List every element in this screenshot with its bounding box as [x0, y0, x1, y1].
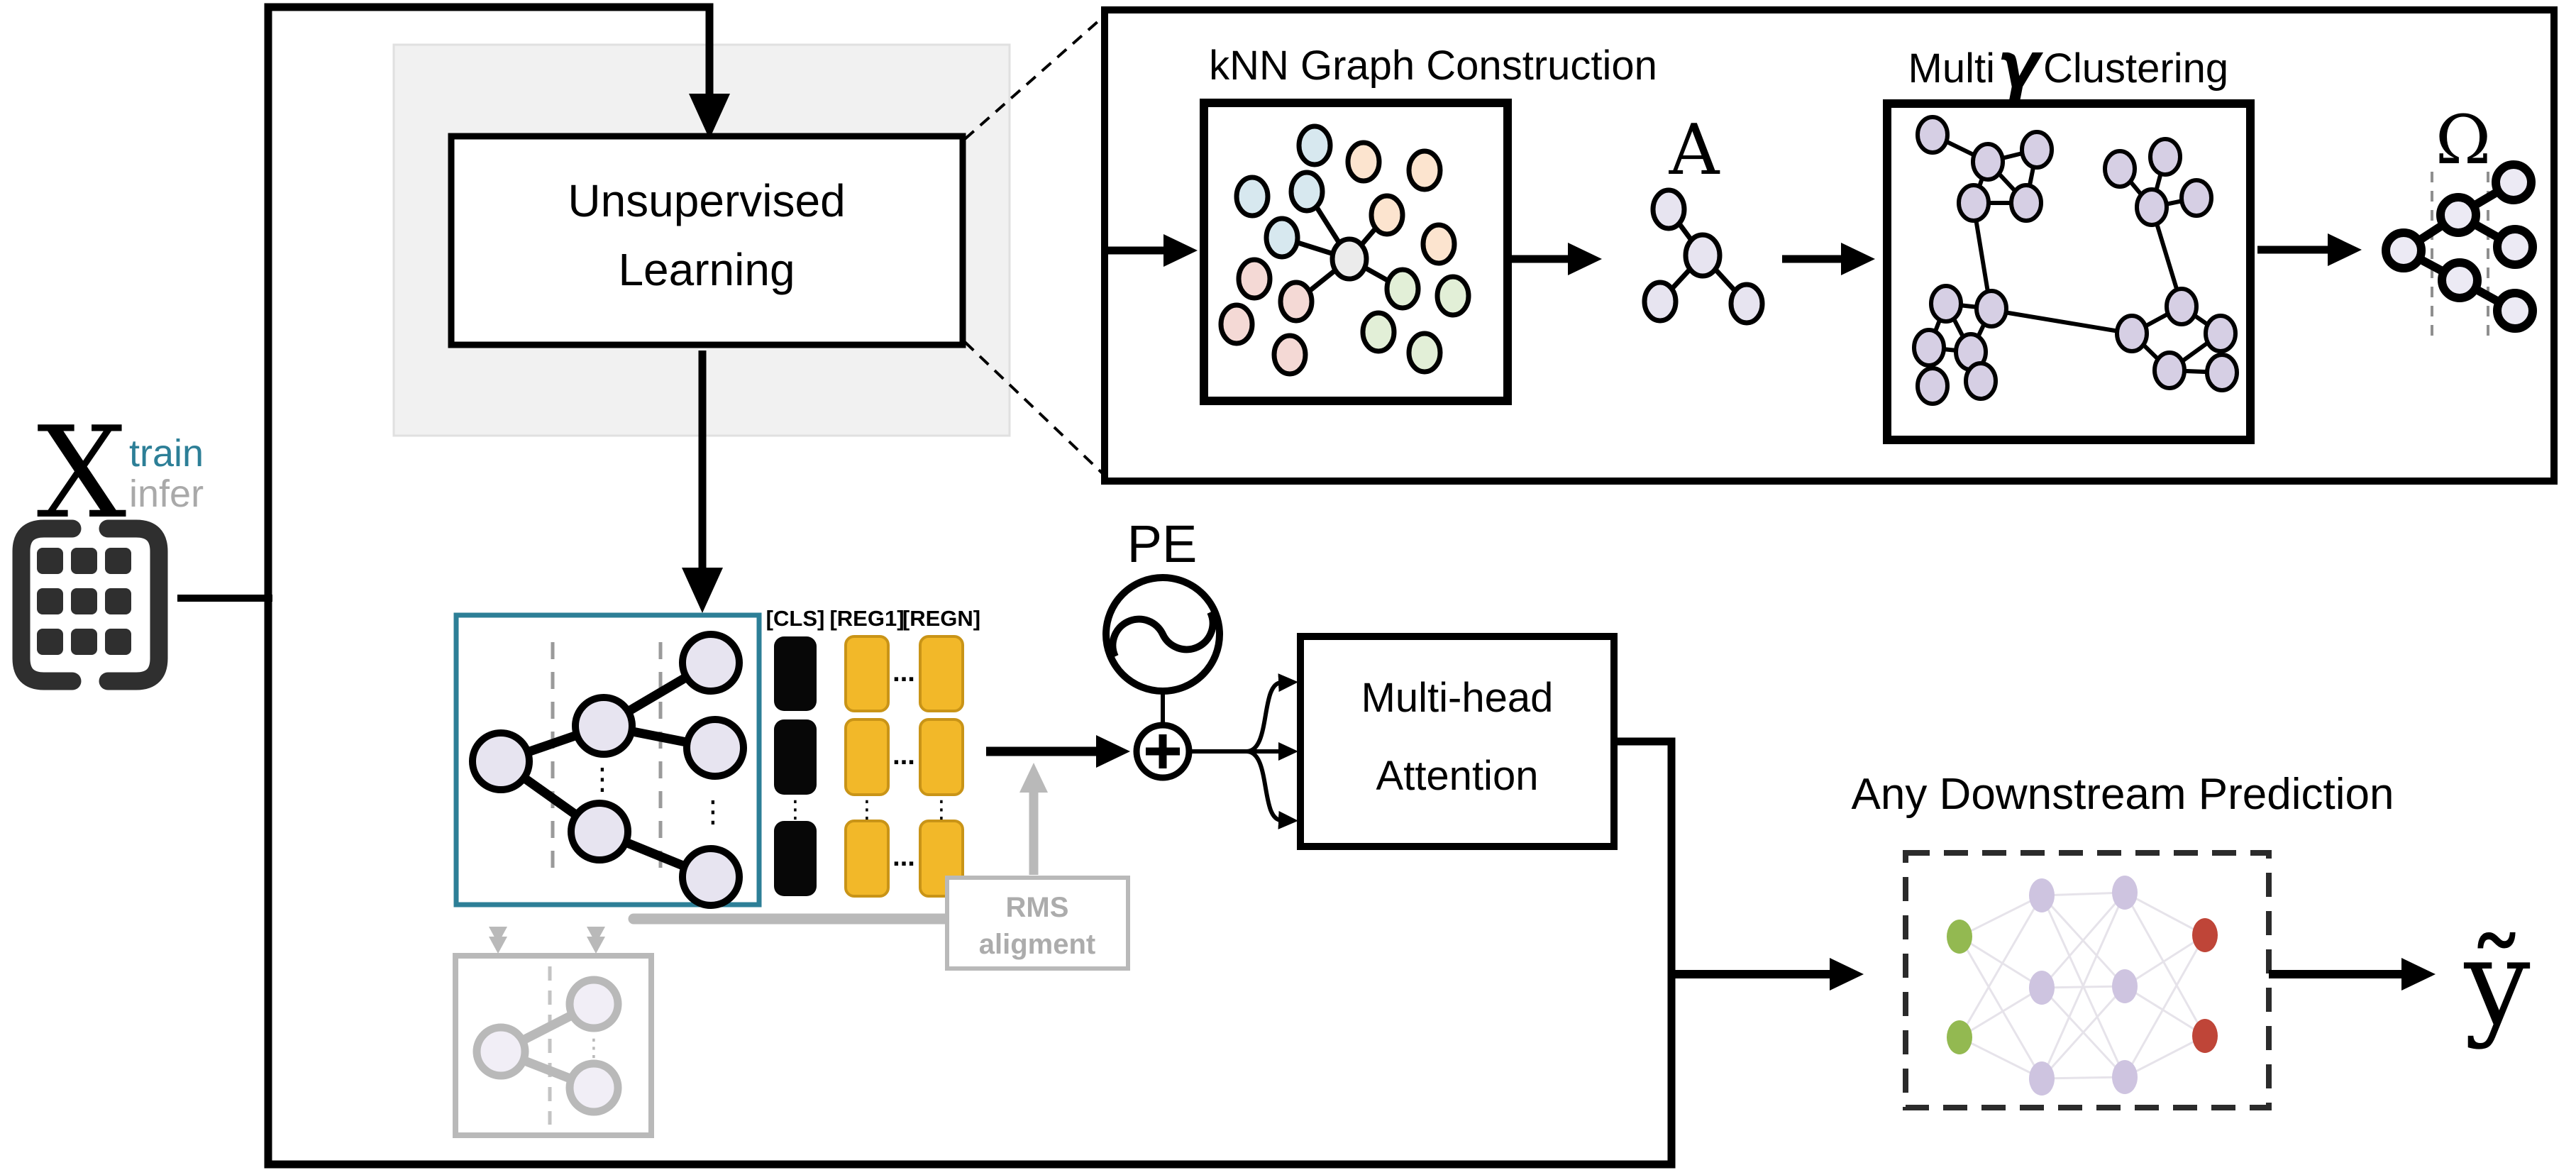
attention-line2: Attention [1376, 753, 1539, 799]
positional-encoding: PE [1102, 514, 1223, 781]
input-matrix: X train infer [12, 399, 272, 690]
knn-title: kNN Graph Construction [1209, 43, 1657, 89]
unsupervised-learning-box: Unsupervised Learning [448, 133, 966, 348]
matrix-left-bracket-icon [12, 519, 82, 690]
unsupervised-line2: Learning [618, 244, 795, 295]
unsupervised-line1: Unsupervised [568, 175, 845, 226]
rms-line2: aligment [979, 929, 1095, 960]
callout-dash-bottom [963, 341, 1106, 477]
omega-symbol: Ω [2436, 101, 2492, 180]
cls-vdots: ⋮ [783, 795, 807, 824]
input-infer-label: infer [129, 473, 204, 515]
nn-nodes [1947, 876, 2218, 1096]
reg1-vdots: ⋮ [855, 795, 879, 824]
reg1-label: [REG1] [829, 606, 904, 631]
knn-graph-box [1200, 99, 1512, 405]
encoder-vdots-1: ⋮ [587, 761, 617, 796]
reg1-tokens [844, 635, 890, 898]
qkv-fan [1246, 673, 1298, 829]
regn-label: [REGN] [902, 606, 980, 631]
pe-sine-wave-icon [1109, 610, 1217, 658]
rms-box: RMS aligment [945, 876, 1130, 971]
omega-nodes [2382, 160, 2537, 333]
knn-nodes [1218, 123, 1471, 377]
token-hdots-1: ... [892, 658, 915, 688]
pe-label: PE [1127, 514, 1198, 573]
matrix-right-bracket-icon [99, 519, 168, 690]
regn-vdots: ⋮ [929, 795, 953, 824]
clustering-title-label: Clustering [2043, 45, 2228, 92]
input-train-label: train [129, 432, 204, 475]
clustering-title-gamma: γ [1997, 28, 2044, 101]
ghost-graph-box: ⋮ [453, 953, 654, 1138]
downstream-prediction: Any Downstream Prediction ỹ [1852, 770, 2531, 1110]
downstream-title: Any Downstream Prediction [1852, 770, 2394, 819]
encoder-vdots-2: ⋮ [698, 794, 728, 829]
cls-label: [CLS] [766, 606, 825, 631]
clustering-box [1883, 99, 2255, 444]
nn-edges [1958, 891, 2206, 1080]
training-loop-path [264, 3, 1676, 1169]
clustering-title: Multi γ Clustering [1908, 28, 2229, 101]
matrix-icon [12, 519, 168, 690]
ghost-vdots: ⋮ [582, 1034, 606, 1062]
rms-alignment-group: RMS aligment ⋮ [453, 763, 1130, 1138]
callout-dash-top [963, 14, 1106, 140]
clustering-nodes [1912, 115, 2239, 406]
adjacency-graph: A [1642, 110, 1765, 326]
token-hdots-3: ... [892, 842, 915, 872]
omega-graph: Ω [2382, 101, 2537, 336]
prediction-symbol: ỹ [2463, 915, 2530, 1051]
token-hdots-2: ... [892, 741, 915, 771]
clustering-title-multi: Multi [1908, 45, 1995, 92]
plus-circle-icon [1133, 722, 1193, 781]
attention-box: Multi-head Attention [1297, 633, 1618, 850]
matrix-cells [37, 548, 131, 655]
downstream-dashed-box [1903, 850, 2272, 1110]
graph-encoder-box: ⋮ ⋮ [453, 612, 762, 909]
token-columns: [CLS] [REG1] [REGN] ... ... ... ⋮ ⋮ ⋮ [766, 606, 980, 898]
regn-tokens [919, 635, 964, 898]
adjacency-symbol: A [1669, 110, 1720, 191]
cls-tokens [774, 636, 817, 896]
attention-line1: Multi-head [1361, 675, 1554, 721]
detail-panel: kNN Graph Construction [1101, 6, 2558, 485]
encoder-nodes [469, 631, 747, 909]
rms-line1: RMS [1006, 892, 1069, 923]
